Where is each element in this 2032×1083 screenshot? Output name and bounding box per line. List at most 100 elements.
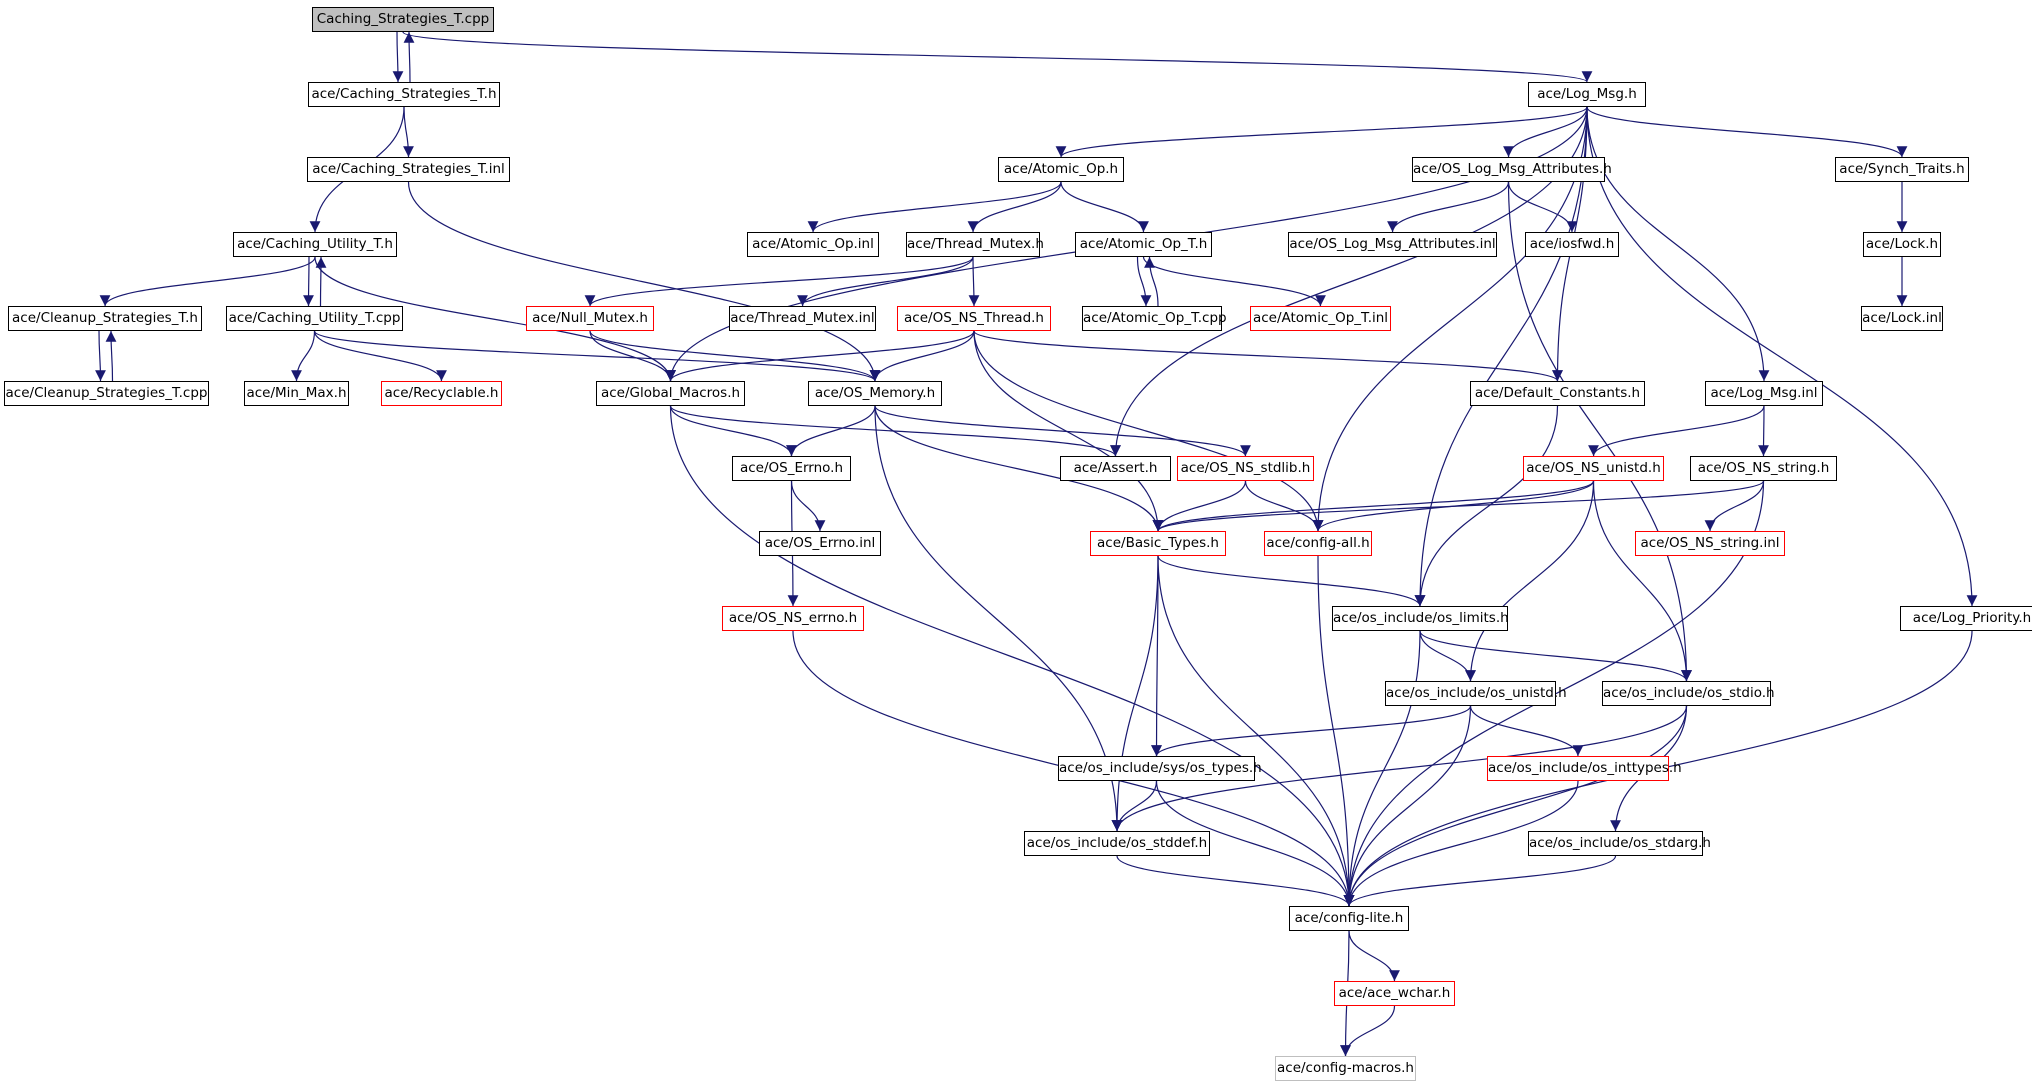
edge-n6-to-n7 bbox=[291, 330, 316, 382]
graph-node-log-msg-inl[interactable]: ace/Log_Msg.inl bbox=[1705, 381, 1823, 406]
edge-n35-to-n47 bbox=[1157, 555, 1355, 907]
edge-n11-to-n28 bbox=[1586, 106, 1770, 382]
graph-node-sys-os-types-h[interactable]: ace/os_include/sys/os_types.h bbox=[1058, 756, 1262, 781]
graph-node-default-constants-h[interactable]: ace/Default_Constants.h bbox=[1470, 381, 1645, 406]
graph-node-os-ns-thread-h[interactable]: ace/OS_NS_Thread.h bbox=[897, 306, 1051, 331]
edge-n6-to-n10 bbox=[313, 330, 881, 382]
graph-node-os-errno-h[interactable]: ace/OS_Errno.h bbox=[732, 456, 851, 481]
edge-n9-to-n29 bbox=[669, 405, 797, 457]
graph-node-cleanup-strategies-t-cpp[interactable]: ace/Cleanup_Strategies_T.cpp bbox=[4, 381, 209, 406]
edge-n11-to-n40 bbox=[1586, 106, 1978, 607]
graph-node-os-log-msg-attributes-inl[interactable]: ace/OS_Log_Msg_Attributes.inl bbox=[1288, 232, 1497, 257]
edge-n12-to-n15 bbox=[1060, 181, 1149, 233]
graph-node-os-unistd-h[interactable]: ace/os_include/os_unistd.h bbox=[1385, 681, 1567, 706]
graph-node-iosfwd-h[interactable]: ace/iosfwd.h bbox=[1525, 232, 1619, 257]
edge-n11-to-n21 bbox=[1503, 106, 1588, 158]
graph-node-ace-wchar-h[interactable]: ace/ace_wchar.h bbox=[1334, 981, 1455, 1006]
edge-n39-to-n47 bbox=[1343, 630, 1421, 907]
graph-node-os-inttypes-h[interactable]: ace/os_include/os_inttypes.h bbox=[1487, 756, 1682, 781]
edge-n19-to-n15 bbox=[1144, 256, 1159, 307]
graph-node-cleanup-strategies-t-h[interactable]: ace/Cleanup_Strategies_T.h bbox=[8, 306, 202, 331]
graph-node-config-lite-h[interactable]: ace/config-lite.h bbox=[1289, 906, 1409, 931]
graph-node-caching-strategies-t-inl[interactable]: ace/Caching_Strategies_T.inl bbox=[307, 157, 510, 182]
graph-node-atomic-op-t-h[interactable]: ace/Atomic_Op_T.h bbox=[1075, 232, 1212, 257]
edge-n18-to-n36 bbox=[973, 330, 1324, 532]
edge-n14-to-n18 bbox=[968, 256, 980, 307]
graph-node-os-stdio-h[interactable]: ace/os_include/os_stdio.h bbox=[1602, 681, 1775, 706]
edge-n42-to-n47 bbox=[1343, 705, 1688, 907]
graph-node-os-log-msg-attributes-h[interactable]: ace/OS_Log_Msg_Attributes.h bbox=[1412, 157, 1612, 182]
edge-n45-to-n47 bbox=[1116, 855, 1355, 907]
graph-node-min-max-h[interactable]: ace/Min_Max.h bbox=[244, 381, 349, 406]
edge-n31-to-n36 bbox=[1244, 480, 1324, 532]
graph-node-os-ns-string-h[interactable]: ace/OS_NS_string.h bbox=[1690, 456, 1837, 481]
edge-n29-to-n34 bbox=[790, 480, 826, 532]
graph-node-lock-h[interactable]: ace/Lock.h bbox=[1863, 232, 1941, 257]
graph-node-log-priority-h[interactable]: ace/Log_Priority.h bbox=[1900, 606, 2032, 631]
edge-n6-to-n8 bbox=[313, 330, 447, 382]
graph-node-atomic-op-t-inl[interactable]: ace/Atomic_Op_T.inl bbox=[1250, 306, 1391, 331]
graph-node-os-stdarg-h[interactable]: ace/os_include/os_stdarg.h bbox=[1528, 831, 1711, 856]
edge-n18-to-n10 bbox=[869, 330, 975, 382]
edge-n41-to-n44 bbox=[1469, 705, 1584, 757]
edge-n3-to-n4 bbox=[99, 256, 316, 307]
graph-node-synch-traits-h[interactable]: ace/Synch_Traits.h bbox=[1835, 157, 1969, 182]
graph-node-caching-strategies-t-h[interactable]: ace/Caching_Strategies_T.h bbox=[308, 82, 500, 107]
edge-n41-to-n47 bbox=[1343, 705, 1472, 907]
graph-node-os-stddef-h[interactable]: ace/os_include/os_stddef.h bbox=[1024, 831, 1210, 856]
edge-n0-to-n1 bbox=[392, 31, 404, 83]
edge-n10-to-n29 bbox=[786, 405, 876, 457]
graph-node-caching-utility-t-h[interactable]: ace/Caching_Utility_T.h bbox=[233, 232, 397, 257]
graph-node-os-errno-inl[interactable]: ace/OS_Errno.inl bbox=[759, 531, 881, 556]
graph-node-os-memory-h[interactable]: ace/OS_Memory.h bbox=[808, 381, 942, 406]
graph-node-thread-mutex-inl[interactable]: ace/Thread_Mutex.inl bbox=[729, 306, 876, 331]
edge-n5-to-n4 bbox=[105, 330, 117, 382]
graph-node-lock-inl[interactable]: ace/Lock.inl bbox=[1861, 306, 1943, 331]
edge-n43-to-n47 bbox=[1155, 780, 1355, 907]
graph-node-atomic-op-inl[interactable]: ace/Atomic_Op.inl bbox=[747, 232, 879, 257]
edge-n1-to-n0 bbox=[403, 31, 415, 83]
edge-n18-to-n9 bbox=[665, 330, 975, 382]
edge-n4-to-n5 bbox=[95, 330, 106, 382]
graph-node-atomic-op-h[interactable]: ace/Atomic_Op.h bbox=[998, 157, 1124, 182]
edge-n11-to-n39 bbox=[1414, 106, 1588, 607]
graph-node-os-limits-h[interactable]: ace/os_include/os_limits.h bbox=[1332, 606, 1509, 631]
edge-n35-to-n39 bbox=[1157, 555, 1426, 607]
edge-n32-to-n42 bbox=[1592, 480, 1692, 682]
edge-n35-to-n45 bbox=[1111, 555, 1159, 832]
graph-node-basic-types-h[interactable]: ace/Basic_Types.h bbox=[1090, 531, 1226, 556]
edge-n6-to-n3 bbox=[315, 256, 327, 307]
edge-n32-to-n41 bbox=[1465, 480, 1595, 682]
graph-node-global-macros-h[interactable]: ace/Global_Macros.h bbox=[596, 381, 745, 406]
edge-n43-to-n45 bbox=[1111, 780, 1158, 832]
graph-node-null-mutex-h[interactable]: ace/Null_Mutex.h bbox=[526, 306, 654, 331]
graph-node-assert-h[interactable]: ace/Assert.h bbox=[1060, 456, 1171, 481]
edge-n12-to-n13 bbox=[807, 181, 1062, 233]
edge-n15-to-n20 bbox=[1142, 256, 1326, 307]
graph-node-os-ns-string-inl[interactable]: ace/OS_NS_string.inl bbox=[1635, 531, 1785, 556]
edge-n12-to-n14 bbox=[967, 181, 1062, 233]
edge-n31-to-n35 bbox=[1152, 480, 1247, 532]
graph-node-log-msg-h[interactable]: ace/Log_Msg.h bbox=[1528, 82, 1646, 107]
edge-n1-to-n2 bbox=[403, 106, 414, 158]
edge-n21-to-n23 bbox=[1507, 181, 1578, 233]
graph-node-os-ns-unistd-h[interactable]: ace/OS_NS_unistd.h bbox=[1523, 456, 1664, 481]
graph-node-caching-utility-t-cpp[interactable]: ace/Caching_Utility_T.cpp bbox=[226, 306, 403, 331]
edge-n16-to-n10 bbox=[589, 330, 881, 382]
graph-node-caching-strategies-t-cpp[interactable]: Caching_Strategies_T.cpp bbox=[312, 7, 494, 32]
edge-n9-to-n47 bbox=[669, 405, 1355, 907]
edge-n39-to-n41 bbox=[1419, 630, 1476, 682]
graph-node-atomic-op-t-cpp[interactable]: ace/Atomic_Op_T.cpp bbox=[1082, 306, 1227, 331]
graph-node-config-macros-h[interactable]: ace/config-macros.h bbox=[1275, 1056, 1416, 1081]
edge-n39-to-n42 bbox=[1419, 630, 1692, 682]
graph-node-config-all-h[interactable]: ace/config-all.h bbox=[1264, 531, 1372, 556]
edge-n44-to-n47 bbox=[1343, 780, 1579, 907]
edge-n18-to-n27 bbox=[973, 330, 1563, 382]
graph-node-thread-mutex-h[interactable]: ace/Thread_Mutex.h bbox=[906, 232, 1044, 257]
edge-n10-to-n35 bbox=[874, 405, 1164, 532]
graph-node-os-ns-stdlib-h[interactable]: ace/OS_NS_stdlib.h bbox=[1177, 456, 1314, 481]
graph-node-os-ns-errno-h[interactable]: ace/OS_NS_errno.h bbox=[722, 606, 864, 631]
graph-node-recyclable-h[interactable]: ace/Recyclable.h bbox=[381, 381, 502, 406]
